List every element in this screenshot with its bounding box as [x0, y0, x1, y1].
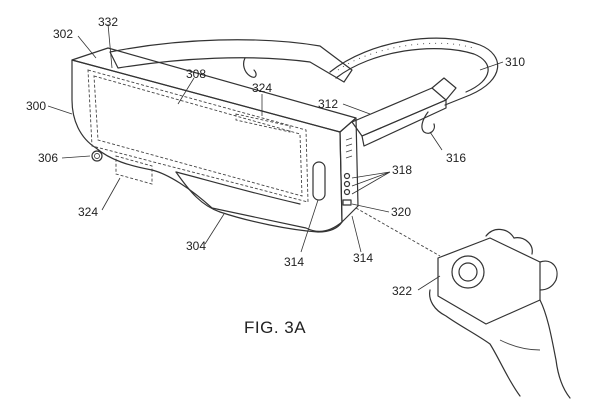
ref-label-316: 316 [446, 151, 467, 165]
figure-caption: FIG. 3A [244, 318, 307, 337]
ref-label-324-top: 324 [252, 81, 273, 95]
head-strap [329, 37, 499, 106]
ref-label-314-b: 314 [353, 251, 374, 265]
ref-label-320: 320 [391, 205, 412, 219]
wireless-link-line [355, 207, 441, 257]
ref-label-324-left: 324 [78, 205, 99, 219]
left-temple-arm [109, 39, 353, 83]
leader-lines [47, 23, 504, 291]
headset-housing [71, 47, 359, 233]
ref-label-308: 308 [186, 67, 207, 81]
hand-with-remote [429, 228, 571, 399]
ref-label-304: 304 [186, 239, 207, 253]
ref-label-300: 300 [26, 99, 47, 113]
ref-label-322: 322 [392, 284, 413, 298]
ref-label-314-a: 314 [284, 255, 305, 269]
ref-label-312: 312 [318, 97, 339, 111]
right-temple-arm [351, 77, 457, 147]
ref-label-310: 310 [505, 55, 526, 69]
ref-label-302: 302 [53, 27, 74, 41]
ref-label-332: 332 [98, 15, 119, 29]
ref-label-318: 318 [392, 163, 413, 177]
ref-label-306: 306 [38, 151, 59, 165]
